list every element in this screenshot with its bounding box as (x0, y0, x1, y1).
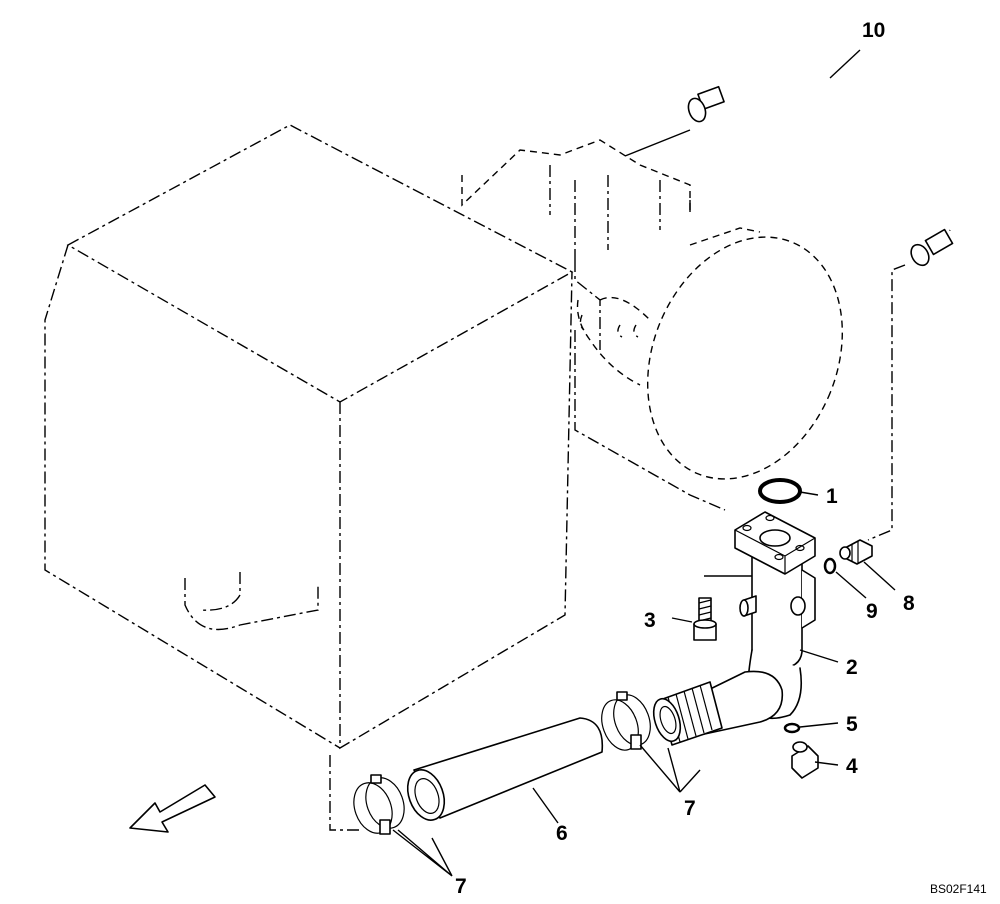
figure-id: BS02F141 (930, 882, 987, 896)
plug-4 (791, 741, 819, 779)
front-arrow-icon (129, 784, 216, 833)
hydraulic-hose-10 (687, 72, 978, 541)
callout-7-lower: 7 (455, 875, 467, 898)
callout-3: 3 (644, 609, 656, 632)
o-ring-9 (823, 557, 837, 575)
callout-5: 5 (846, 713, 858, 736)
callout-4: 4 (846, 755, 858, 778)
rubber-hose-6 (406, 717, 604, 821)
hose-adapter (652, 681, 723, 746)
hose-fitting-upper (687, 85, 725, 123)
hose-clamp-7-lower (353, 774, 405, 835)
o-ring-5 (783, 722, 801, 734)
hydraulic-pump-outline (461, 129, 844, 511)
hose-fitting-lower (910, 228, 954, 267)
callout-10: 10 (862, 19, 885, 42)
leader-lines (392, 49, 896, 877)
bolt-3 (693, 597, 717, 641)
connector-8 (839, 539, 873, 565)
callout-7-upper: 7 (684, 797, 696, 820)
callout-2: 2 (846, 656, 858, 679)
hydraulic-tank-outline (44, 124, 574, 831)
o-ring-1 (758, 478, 802, 504)
suction-pipe-2 (699, 511, 816, 736)
callout-labels: 1 2 3 4 5 6 7 7 8 9 10 (455, 19, 915, 898)
callout-1: 1 (826, 485, 838, 508)
hose-clamp-7-upper (601, 691, 651, 751)
callout-8: 8 (903, 592, 915, 615)
callout-9: 9 (866, 600, 878, 623)
callout-6: 6 (556, 822, 568, 845)
